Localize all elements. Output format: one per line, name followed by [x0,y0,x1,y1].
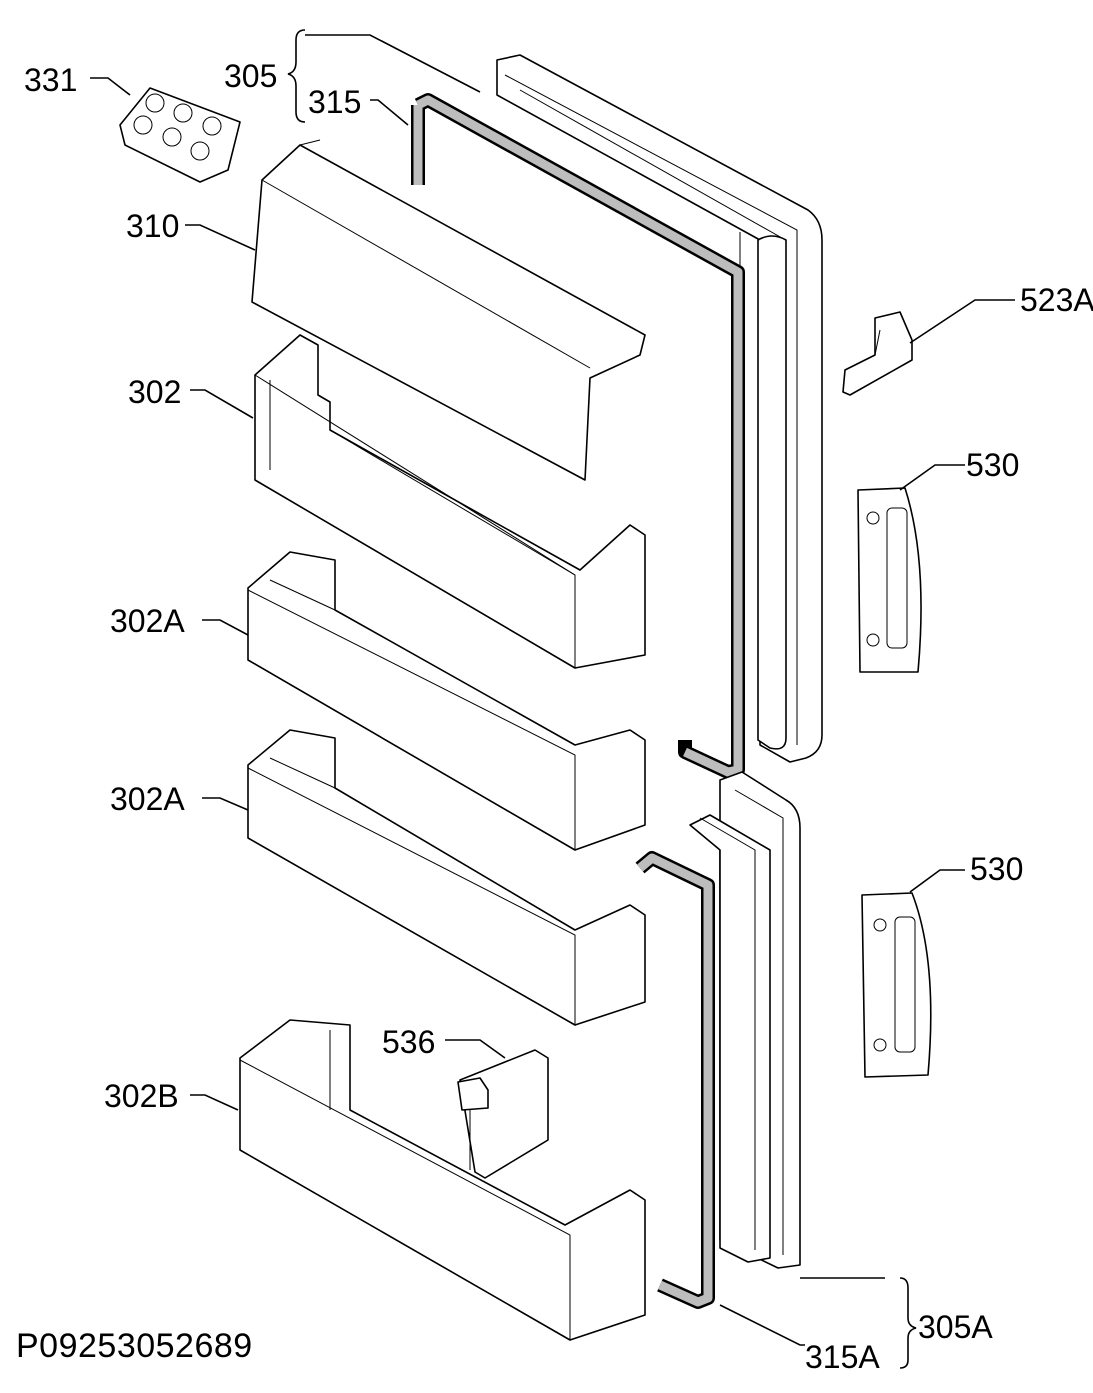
label-536: 536 [382,1024,435,1060]
diagram-part-number: P09253052689 [16,1327,253,1365]
lower-door-gasket [635,851,715,1309]
lower-door-shelf [239,1019,646,1341]
label-523a: 523A [1020,282,1093,318]
upper-door-shelf [254,334,646,669]
lower-door-panel [689,771,801,1269]
label-315: 315 [308,84,361,120]
upper-door-panel [496,54,823,763]
label-310: 310 [126,208,179,244]
label-530-lower: 530 [970,851,1023,887]
leader-lines [90,29,1015,1369]
dairy-compartment-flap [251,139,646,481]
middle-door-shelf-2 [247,729,646,1026]
middle-door-shelf-1 [247,551,646,851]
label-302a-first: 302A [110,603,185,639]
upper-door-handle [857,487,922,673]
label-315a: 315A [805,1339,880,1375]
upper-door-gasket [411,93,745,779]
lower-door-handle [861,892,932,1078]
label-305: 305 [224,58,277,94]
label-305a: 305A [918,1309,993,1345]
label-530-upper: 530 [966,447,1019,483]
egg-tray [119,87,241,183]
part-labels: 331 305 315 310 302 302A 302A 302B 536 5… [24,58,1093,1375]
label-302: 302 [128,374,181,410]
label-302a-second: 302A [110,781,185,817]
hinge-cover [842,311,913,396]
shelf-divider [457,1049,549,1179]
label-302b: 302B [104,1078,179,1114]
label-331: 331 [24,62,77,98]
